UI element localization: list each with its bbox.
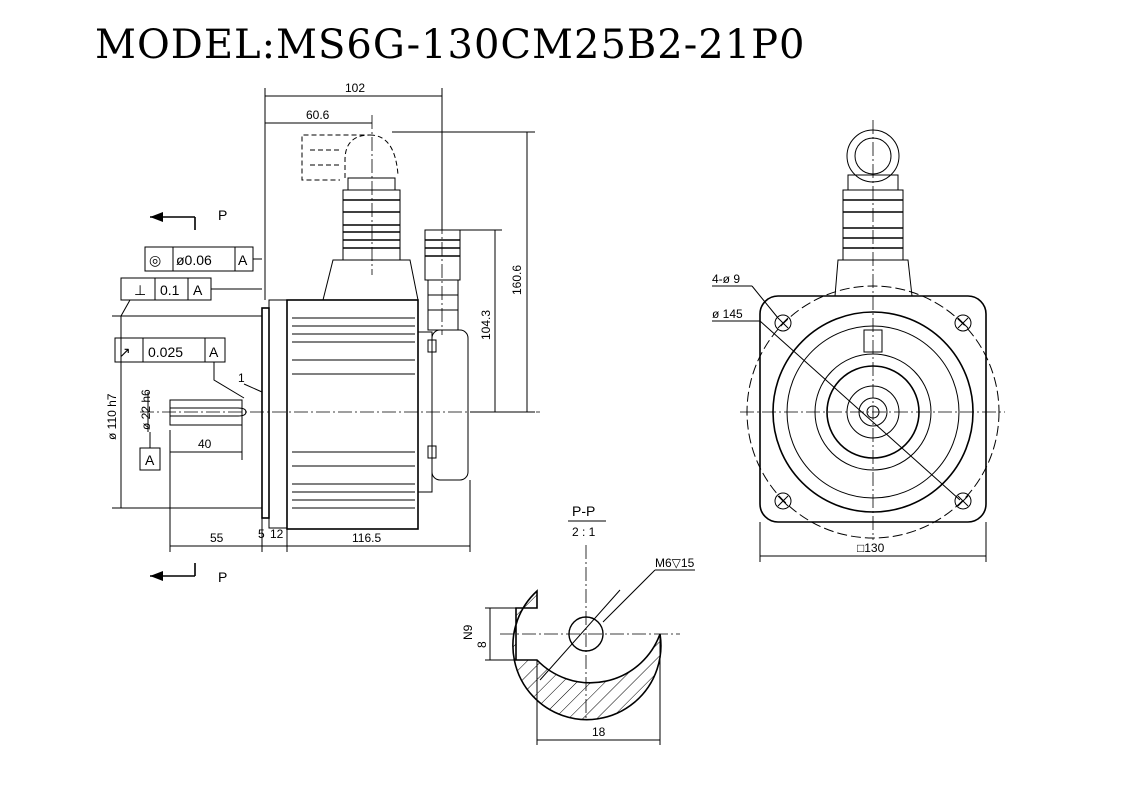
dim-102: 102 bbox=[345, 81, 365, 95]
svg-text:P: P bbox=[218, 207, 227, 223]
dim-8: 8 bbox=[475, 641, 489, 648]
dim-40: 40 bbox=[198, 437, 212, 451]
dim-18: 18 bbox=[592, 725, 606, 739]
svg-text:A: A bbox=[209, 344, 219, 360]
dim-130: □130 bbox=[857, 541, 885, 555]
dim-145: ø 145 bbox=[712, 307, 743, 321]
dim-4-9: 4-ø 9 bbox=[712, 272, 740, 286]
svg-text:0.1: 0.1 bbox=[160, 282, 180, 298]
svg-text:ø0.06: ø0.06 bbox=[176, 252, 212, 268]
svg-text:◎: ◎ bbox=[149, 252, 161, 268]
dim-110-h7: ø 110 h7 bbox=[105, 393, 119, 440]
datum-a: A bbox=[139, 432, 161, 471]
section-marker-top: P bbox=[150, 207, 227, 230]
section-label: P-P bbox=[572, 503, 595, 519]
dim-55: 55 bbox=[210, 531, 224, 545]
svg-text:A: A bbox=[193, 282, 203, 298]
model-title: MODEL:MS6G-130CM25B2-21P0 bbox=[95, 22, 806, 68]
front-view: 4-ø 9 ø 145 □130 bbox=[712, 120, 1005, 562]
svg-text:↗: ↗ bbox=[119, 344, 131, 360]
svg-text:A: A bbox=[238, 252, 248, 268]
section-view: P-P 2 : 1 M6▽15 N9 8 18 bbox=[461, 503, 695, 745]
svg-text:P: P bbox=[218, 569, 227, 585]
side-view: 102 60.6 160.6 104.3 ø 110 h7 ø 22 h6 1 … bbox=[105, 81, 540, 585]
shaft bbox=[169, 399, 243, 426]
concentricity-frame: ◎ ø0.06 A bbox=[144, 246, 262, 272]
dim-116-5: 116.5 bbox=[352, 531, 381, 545]
svg-text:A: A bbox=[145, 452, 155, 468]
dim-5: 5 bbox=[258, 527, 265, 541]
perpendicularity-frame: ⊥ 0.1 A bbox=[120, 277, 262, 317]
svg-text:⊥: ⊥ bbox=[134, 282, 146, 298]
dim-104-3: 104.3 bbox=[479, 310, 493, 340]
dim-160-6: 160.6 bbox=[510, 265, 524, 295]
dim-60-6: 60.6 bbox=[306, 108, 330, 122]
encoder-connector bbox=[424, 229, 461, 281]
runout-frame: ↗ 0.025 A bbox=[114, 337, 245, 399]
dim-n9: N9 bbox=[461, 624, 475, 640]
svg-text:0.025: 0.025 bbox=[148, 344, 183, 360]
flange bbox=[261, 307, 270, 519]
shaft-section bbox=[512, 589, 662, 721]
dim-22-h6: ø 22 h6 bbox=[139, 389, 153, 430]
dim-m6: M6▽15 bbox=[655, 556, 695, 570]
dim-1: 1 bbox=[238, 371, 245, 385]
dim-12: 12 bbox=[270, 527, 284, 541]
section-scale: 2 : 1 bbox=[572, 525, 596, 539]
section-marker-bottom: P bbox=[150, 563, 227, 585]
